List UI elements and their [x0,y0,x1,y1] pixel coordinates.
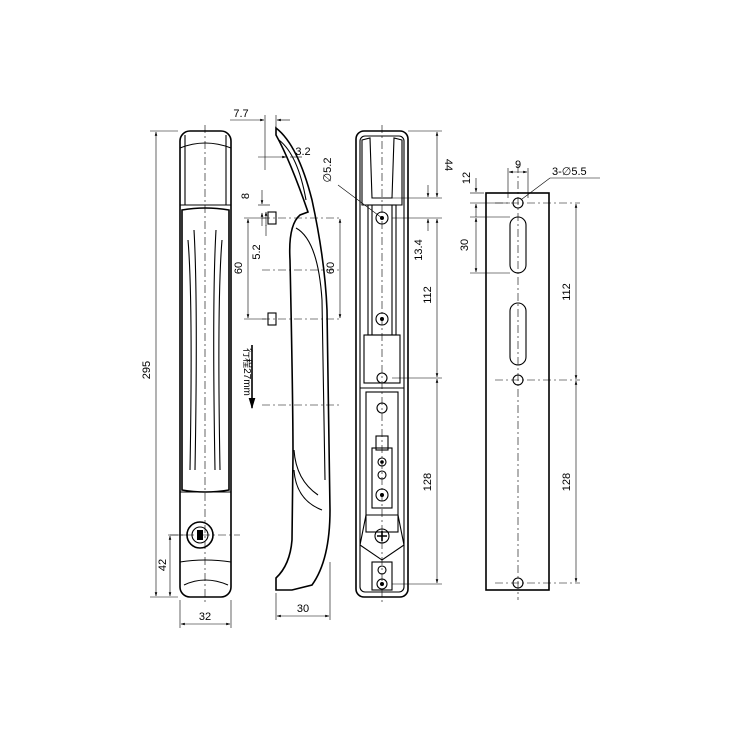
dim-plate-holes: 3-∅5.5 [552,166,587,178]
dim-back-hole: ∅5.2 [322,158,334,183]
stroke-label: 行程27mm [241,348,254,396]
dim-side-tip: 3.2 [295,146,310,158]
front-grip-recess [181,207,230,493]
keyhole-icon [197,530,203,540]
side-body-outline [275,126,331,591]
dim-plate-top: 12 [461,172,473,184]
dim-side-pin-gap: 8 [240,193,252,199]
mounting-plate-view: 9 3-∅5.5 12 30 112 128 [459,159,600,600]
front-top-curve [179,142,232,149]
dim-key-height: 42 [157,559,169,571]
dim-plate-width: 9 [515,159,521,171]
back-latch [359,514,405,561]
dim-side-pin-pitch-b: 60 [325,262,337,274]
plate-outline [485,192,550,591]
dim-total-height: 295 [141,361,153,379]
front-body-outline [179,130,232,598]
dim-plate-pitch-2: 128 [561,473,573,491]
dim-side-offset: 7.7 [233,108,248,120]
dim-front-width: 32 [199,611,211,623]
dim-plate-slot: 30 [459,239,471,251]
dim-back-pitch-2: 128 [422,473,434,491]
dim-side-pin-pitch: 60 [233,262,245,274]
dim-side-pin-dia: 5.2 [251,244,263,259]
front-view: 295 42 32 行程27mm [141,125,256,628]
side-view: 7.7 3.2 8 5.2 60 60 30 [230,108,342,620]
dim-plate-pitch-1: 112 [561,283,573,301]
back-view: ∅5.2 44 13.4 112 128 [322,125,454,605]
dim-back-gap: 13.4 [413,239,425,260]
dim-back-pitch-1: 112 [422,286,434,304]
dim-side-depth: 30 [297,603,309,615]
dim-back-top: 44 [442,159,454,171]
